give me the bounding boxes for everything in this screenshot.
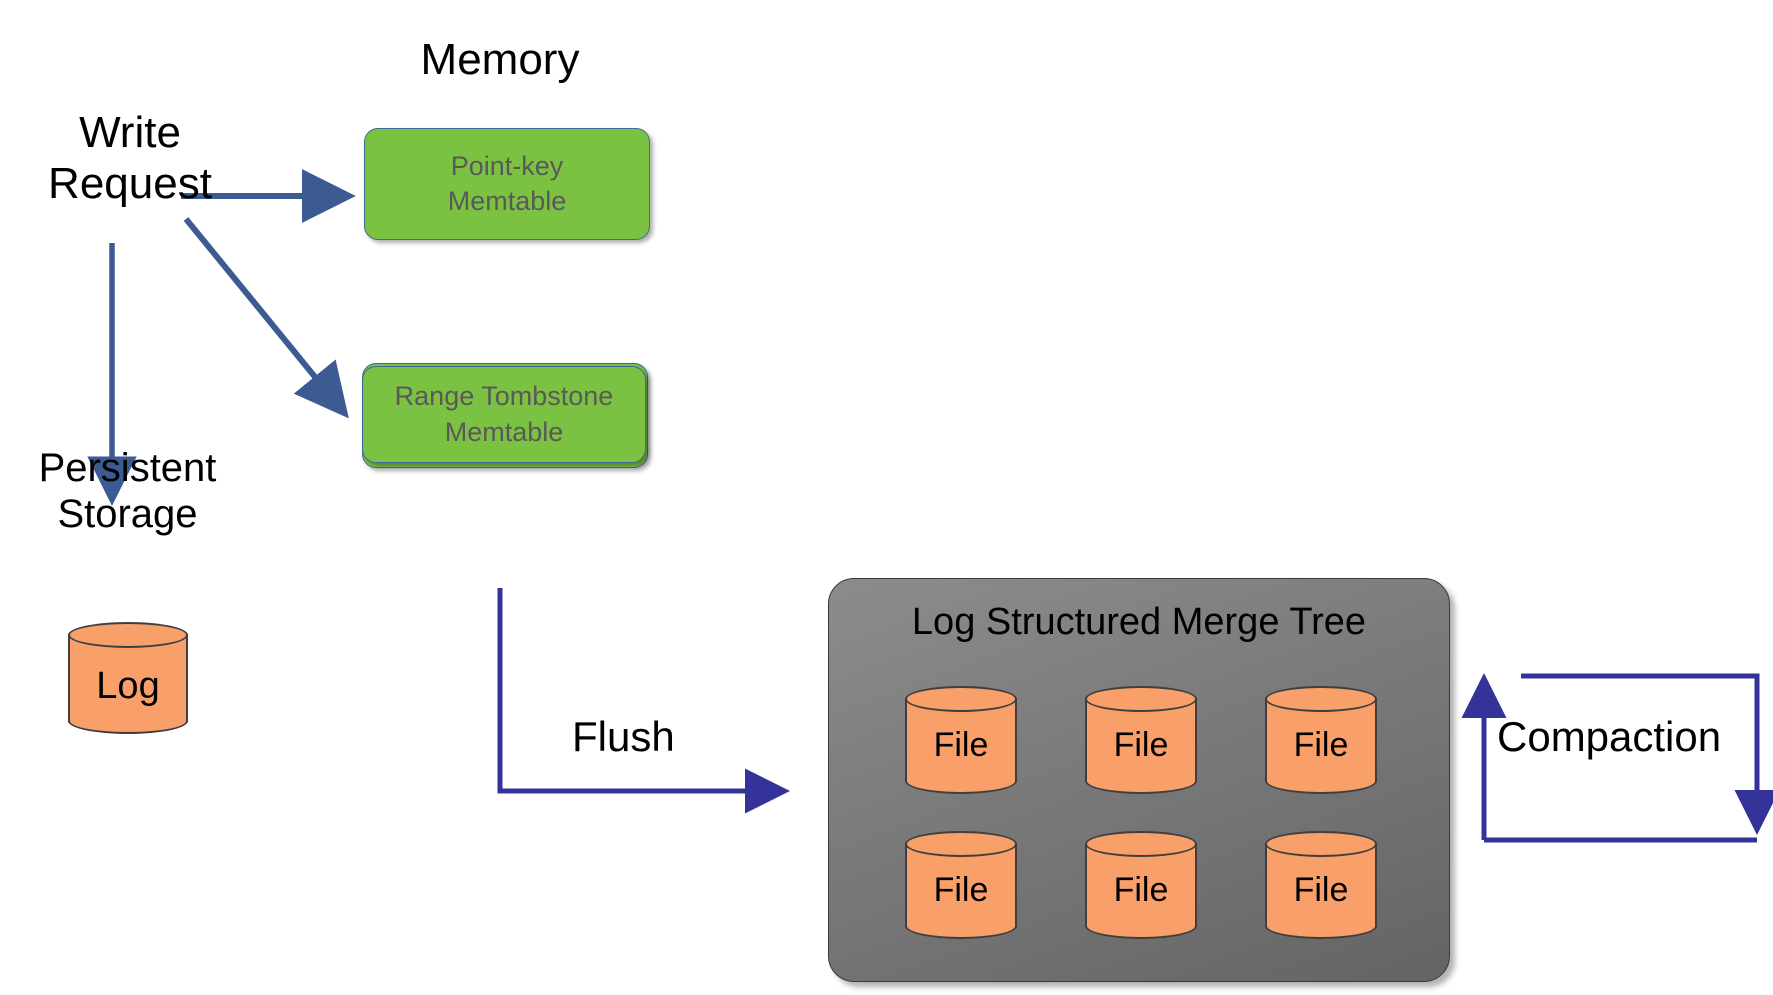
cylinder-top-ellipse [1085, 685, 1197, 712]
cylinder-top-ellipse [1265, 830, 1377, 857]
lsm-file-grid: File File File File [871, 667, 1411, 957]
cylinder-body [905, 697, 1017, 782]
file-cylinder[interactable]: File [905, 830, 1017, 939]
file-cylinder-label: File [933, 871, 989, 909]
cylinder-top-ellipse [905, 830, 1017, 857]
log-cylinder-label: Log [96, 664, 160, 707]
file-cylinder[interactable]: File [1265, 830, 1377, 939]
cylinder-body [68, 634, 188, 722]
file-cylinder[interactable]: File [1085, 685, 1197, 794]
file-cylinder-label: File [933, 726, 989, 764]
file-cylinder[interactable]: File [1265, 685, 1377, 794]
cylinder-body [1085, 697, 1197, 782]
file-cylinder[interactable]: File [905, 685, 1017, 794]
memory-label: Memory [420, 35, 580, 84]
cylinder-top-ellipse [905, 685, 1017, 712]
file-cylinder-label: File [1293, 726, 1349, 764]
file-cylinder[interactable]: File [1085, 830, 1197, 939]
cylinder-top-ellipse [1085, 830, 1197, 857]
cylinder-body [1085, 842, 1197, 927]
cylinder-body [1265, 842, 1377, 927]
file-cylinder-label: File [1113, 726, 1169, 764]
cylinder-body [905, 842, 1017, 927]
log-structured-merge-tree-box[interactable]: Log Structured Merge Tree File File File [828, 578, 1450, 982]
cylinder-top-ellipse [68, 622, 188, 648]
lsm-title: Log Structured Merge Tree [911, 601, 1367, 643]
cylinder-body [1265, 697, 1377, 782]
arrow-write-to-range-tombstone-memtable [183, 217, 349, 419]
cylinder-top-ellipse [1265, 685, 1377, 712]
flush-label: Flush [572, 713, 675, 760]
file-cylinder-label: File [1113, 871, 1169, 909]
compaction-label: Compaction [1497, 713, 1722, 760]
log-cylinder[interactable]: Log [68, 622, 188, 734]
file-cylinder-label: File [1293, 871, 1349, 909]
